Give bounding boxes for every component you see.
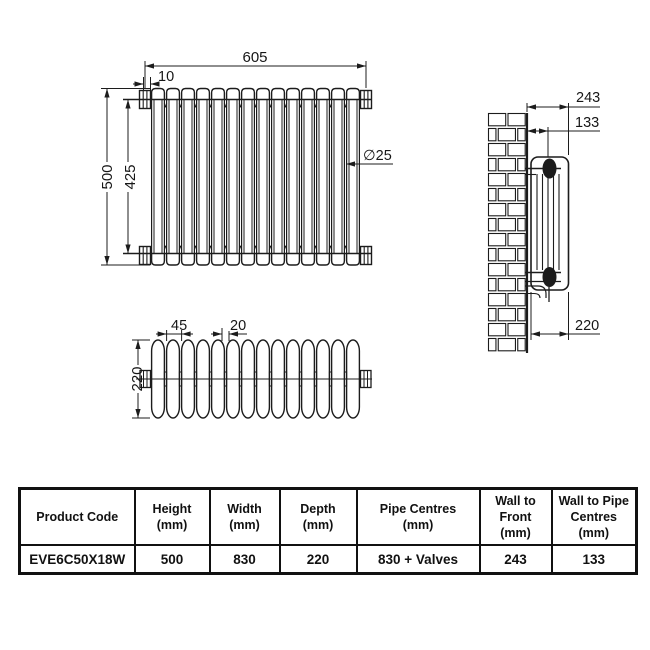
- front-view-dimensions: [104, 61, 393, 265]
- value-pipe-centres: 830 + Valves: [355, 544, 481, 575]
- dim-wall-to-front: 243: [576, 90, 600, 106]
- value-wall-to-pipe: 133: [550, 544, 638, 575]
- dim-front-width: 605: [242, 49, 267, 66]
- value-depth: 220: [278, 544, 358, 575]
- top-view-geometry: [132, 328, 372, 419]
- header-wall-to-pipe: Wall to Pipe Centres (mm): [550, 487, 638, 546]
- top-view: 45 20 220: [129, 318, 372, 419]
- header-pipe-centres: Pipe Centres (mm): [355, 487, 481, 546]
- spec-table: Product Code Height (mm) Width (mm) Dept…: [18, 487, 638, 575]
- side-view-geometry: [487, 103, 600, 353]
- dim-side-depth: 220: [575, 318, 599, 334]
- header-wall-to-front: Wall to Front (mm): [478, 487, 553, 546]
- front-view-geometry: [101, 87, 373, 266]
- value-wall-to-front: 243: [478, 544, 553, 575]
- header-depth: Depth (mm): [278, 487, 358, 546]
- value-height: 500: [133, 544, 211, 575]
- spec-table-value-row: EVE6C50X18W 500 830 220 830 + Valves 243…: [18, 544, 638, 575]
- dim-front-tab: 10: [158, 69, 174, 85]
- dim-plan-pitch: 45: [171, 318, 187, 334]
- dim-plan-gap: 20: [230, 318, 246, 334]
- header-height: Height (mm): [133, 487, 211, 546]
- front-view: 605 10 500 425 ∅25: [99, 49, 393, 266]
- header-product-code: Product Code: [18, 487, 136, 546]
- value-product-code: EVE6C50X18W: [18, 544, 136, 575]
- dim-front-inner-height: 425: [122, 164, 139, 189]
- spec-table-header-row: Product Code Height (mm) Width (mm) Dept…: [18, 487, 638, 546]
- dim-front-diameter: ∅25: [363, 148, 392, 164]
- header-width: Width (mm): [208, 487, 281, 546]
- dim-wall-to-pipe: 133: [575, 115, 599, 131]
- dim-plan-depth: 220: [129, 366, 146, 391]
- value-width: 830: [208, 544, 281, 575]
- dim-front-height: 500: [99, 164, 116, 189]
- side-view: 243 133 220: [487, 90, 600, 353]
